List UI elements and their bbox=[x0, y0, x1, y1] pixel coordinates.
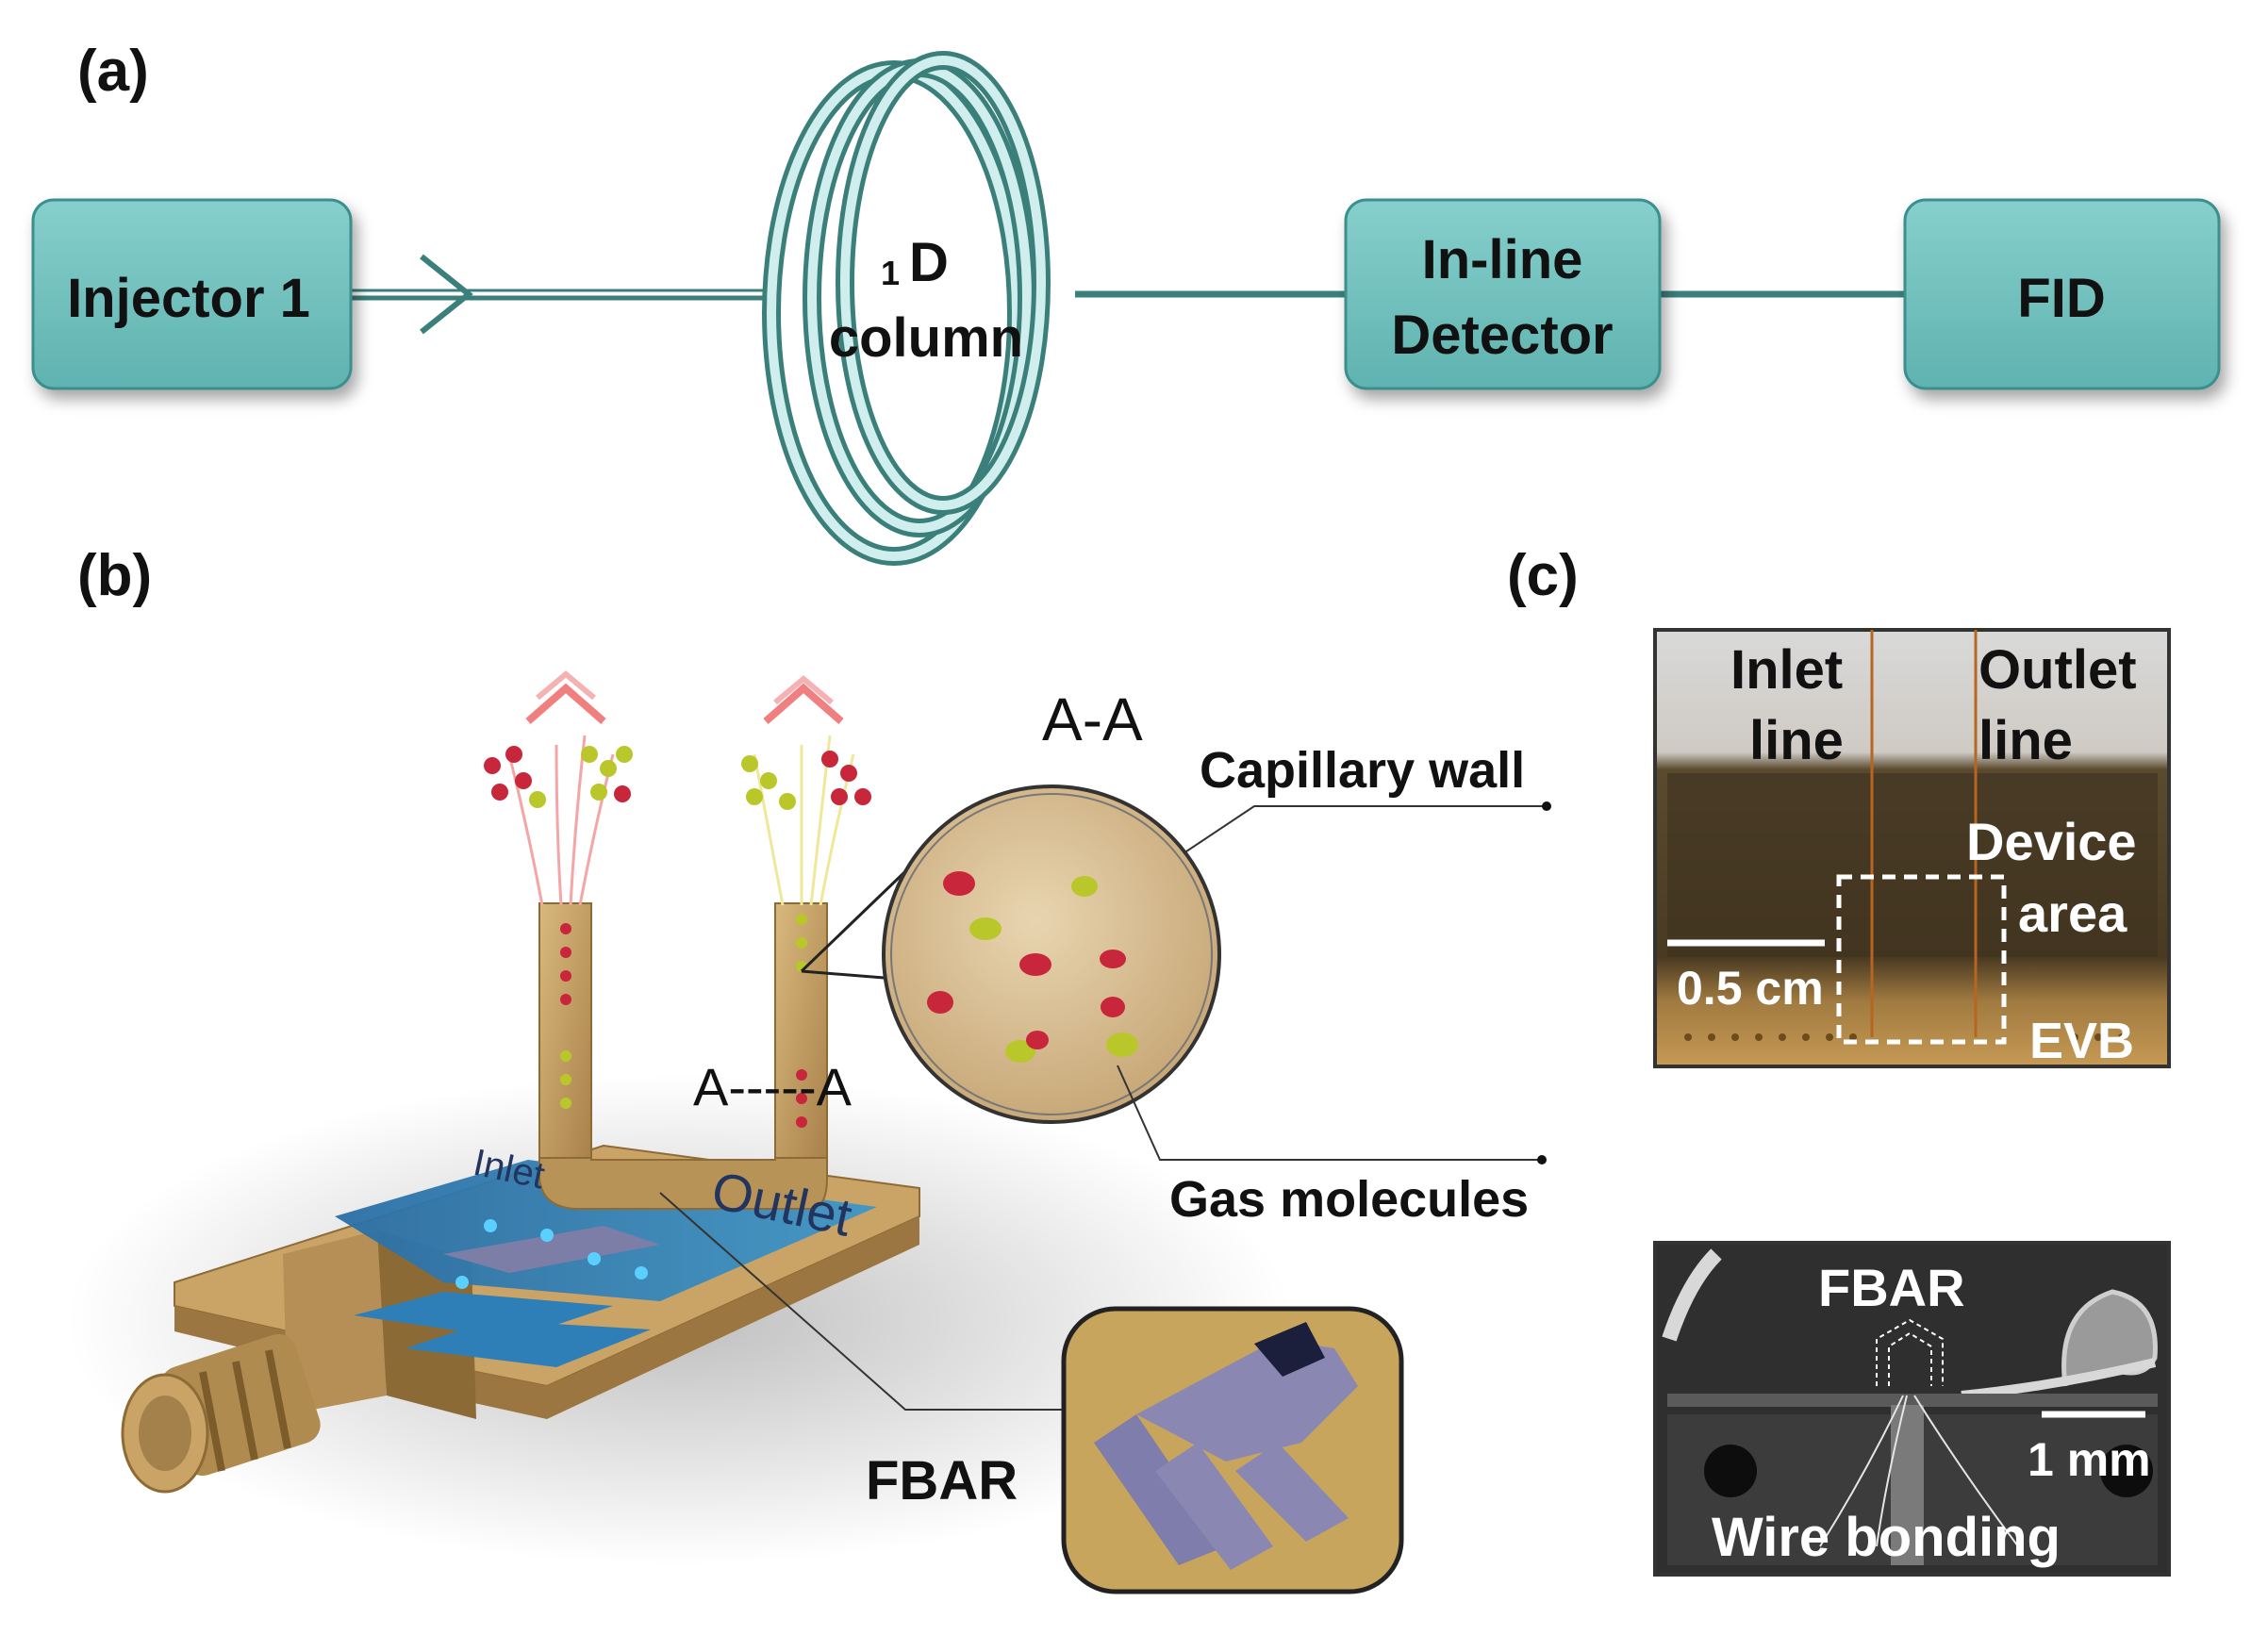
flow-arrow-icon bbox=[420, 254, 473, 335]
gas-molecules-label: Gas molecules bbox=[1169, 1171, 1529, 1228]
fbar-photo-label: FBAR bbox=[1818, 1258, 1965, 1317]
pcb-holes bbox=[1684, 1033, 2126, 1041]
detector-label-line2: Detector bbox=[1391, 305, 1613, 366]
connector-icon bbox=[121, 1333, 321, 1494]
injector-box bbox=[31, 198, 353, 390]
bond-wires bbox=[1819, 1395, 2019, 1547]
inlet-line-label-2: line bbox=[1749, 710, 1844, 771]
electrode-dots bbox=[455, 1219, 648, 1289]
u-capillary bbox=[538, 902, 828, 1210]
injector-label: Injector 1 bbox=[67, 268, 310, 329]
device-illustration: A-A A-----A Capillary wall Gas molecules… bbox=[66, 670, 1551, 1594]
panel-label-c: (c) bbox=[1507, 543, 1579, 608]
fbar-label: FBAR bbox=[866, 1450, 1018, 1511]
device-area-label-1: Device bbox=[1966, 812, 2137, 871]
column-label-line1: D bbox=[909, 232, 949, 293]
device-area-label-2: area bbox=[2018, 884, 2127, 943]
scale-label-top: 0.5 cm bbox=[1677, 962, 1824, 1015]
escaping-molecules bbox=[484, 746, 871, 810]
section-marker: A-----A bbox=[693, 1057, 853, 1116]
device-area-box bbox=[1836, 874, 2007, 1045]
inlet-line-label-1: Inlet bbox=[1730, 639, 1843, 701]
detector-box bbox=[1344, 198, 1662, 390]
panel-label-a: (a) bbox=[77, 39, 149, 104]
fbar-outline bbox=[1876, 1318, 1944, 1386]
outlet-line-label-1: Outlet bbox=[1978, 639, 2137, 701]
photo-wire-bonding: FBAR 1 mm Wire bonding bbox=[1653, 1241, 2171, 1577]
outflow-plume-left bbox=[507, 670, 615, 906]
cross-section-molecules bbox=[927, 871, 1138, 1063]
photo-device-overview: Inlet line Outlet line Device area 0.5 c… bbox=[1653, 628, 2171, 1069]
detector-label-line1: In-line bbox=[1422, 229, 1583, 290]
fid-label: FID bbox=[2017, 268, 2105, 329]
column-superscript: 1 bbox=[881, 254, 900, 292]
wire-bonding-label: Wire bonding bbox=[1712, 1507, 2061, 1568]
capillary-molecules bbox=[560, 914, 807, 1128]
cross-section-title: A-A bbox=[1042, 685, 1143, 753]
fid-box bbox=[1903, 198, 2221, 390]
outlet-line-label-2: line bbox=[1978, 710, 2073, 771]
scale-label-bottom: 1 mm bbox=[2028, 1433, 2151, 1486]
column-label-line2: column bbox=[829, 307, 1023, 369]
panel-label-b: (b) bbox=[77, 543, 153, 608]
capillary-wall-leader bbox=[1183, 805, 1547, 854]
fbar-leader bbox=[659, 1192, 1066, 1411]
outflow-plume-right bbox=[753, 675, 855, 906]
gas-molecules-leader bbox=[1117, 1065, 1542, 1161]
fbar-inset bbox=[1061, 1306, 1404, 1594]
fbar-dark-electrode bbox=[1254, 1322, 1325, 1377]
capillary-wall-label: Capillary wall bbox=[1200, 742, 1525, 799]
cross-section-circle bbox=[882, 784, 1221, 1124]
column-coil-icon bbox=[762, 51, 1051, 566]
evb-label: EVB bbox=[2029, 1013, 2134, 1069]
flow-diagram: Injector 1 1 D column In-line Detector F… bbox=[31, 51, 2221, 566]
